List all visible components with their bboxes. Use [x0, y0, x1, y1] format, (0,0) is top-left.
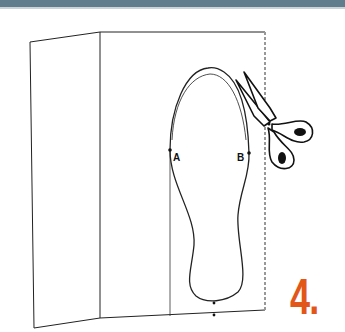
step-number: 4.	[290, 272, 319, 322]
point-label: B	[236, 153, 245, 163]
point-label: A	[172, 153, 181, 163]
